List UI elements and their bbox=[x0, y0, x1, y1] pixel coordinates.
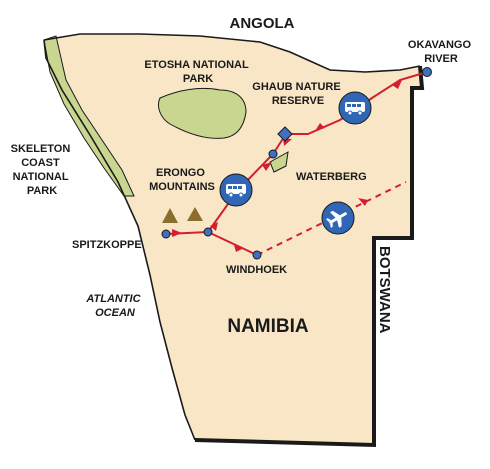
marker-waterberg bbox=[268, 149, 278, 159]
marker-erongo bbox=[203, 227, 213, 237]
label-ghaub: GHAUB NATURE RESERVE bbox=[252, 81, 343, 107]
label-spitzkoppe: SPITZKOPPE bbox=[72, 239, 142, 251]
waterberg-area bbox=[269, 151, 289, 173]
label-namibia: NAMIBIA bbox=[227, 316, 309, 337]
etosha-park-area bbox=[157, 87, 247, 139]
label-okavango: OKAVANGO RIVER bbox=[408, 39, 474, 65]
coastline bbox=[43, 39, 196, 441]
country-border-north bbox=[43, 33, 421, 73]
label-ocean: ATLANTIC OCEAN bbox=[85, 293, 143, 319]
label-botswana: BOTSWANA bbox=[376, 246, 393, 334]
arrow-okavango bbox=[392, 80, 402, 89]
marker-spitzkoppe bbox=[161, 229, 171, 239]
skeleton-coast-park-area bbox=[43, 35, 135, 197]
minibus-icon bbox=[338, 91, 372, 125]
label-angola: ANGOLA bbox=[230, 15, 295, 32]
label-waterberg: WATERBERG bbox=[296, 171, 367, 183]
label-erongo: ERONGO MOUNTAINS bbox=[149, 167, 215, 193]
minibus-icon bbox=[219, 173, 253, 207]
arrow-windhoek-road bbox=[234, 245, 244, 252]
road-route-north bbox=[207, 71, 428, 233]
arrow-spitzkoppe bbox=[172, 229, 182, 237]
label-windhoek: WINDHOEK bbox=[226, 264, 287, 276]
mountain-icon bbox=[162, 208, 178, 223]
arrow-waterberg bbox=[262, 162, 272, 171]
arrow-ghaub-east bbox=[315, 123, 325, 131]
arrow-flight bbox=[358, 198, 368, 206]
label-skeleton-coast: SKELETON COAST NATIONAL PARK bbox=[11, 143, 74, 197]
arrow-erongo bbox=[210, 222, 218, 231]
route-arrows bbox=[172, 80, 402, 252]
marker-ghaub bbox=[277, 126, 293, 142]
marker-okavango bbox=[422, 67, 432, 77]
airplane-icon bbox=[321, 201, 355, 235]
location-markers bbox=[161, 67, 432, 260]
namibia-landmass bbox=[44, 34, 422, 445]
label-etosha: ETOSHA NATIONAL PARK bbox=[144, 59, 251, 85]
country-border-east bbox=[194, 65, 425, 448]
mountain-icon bbox=[187, 207, 203, 221]
marker-windhoek bbox=[252, 250, 262, 260]
